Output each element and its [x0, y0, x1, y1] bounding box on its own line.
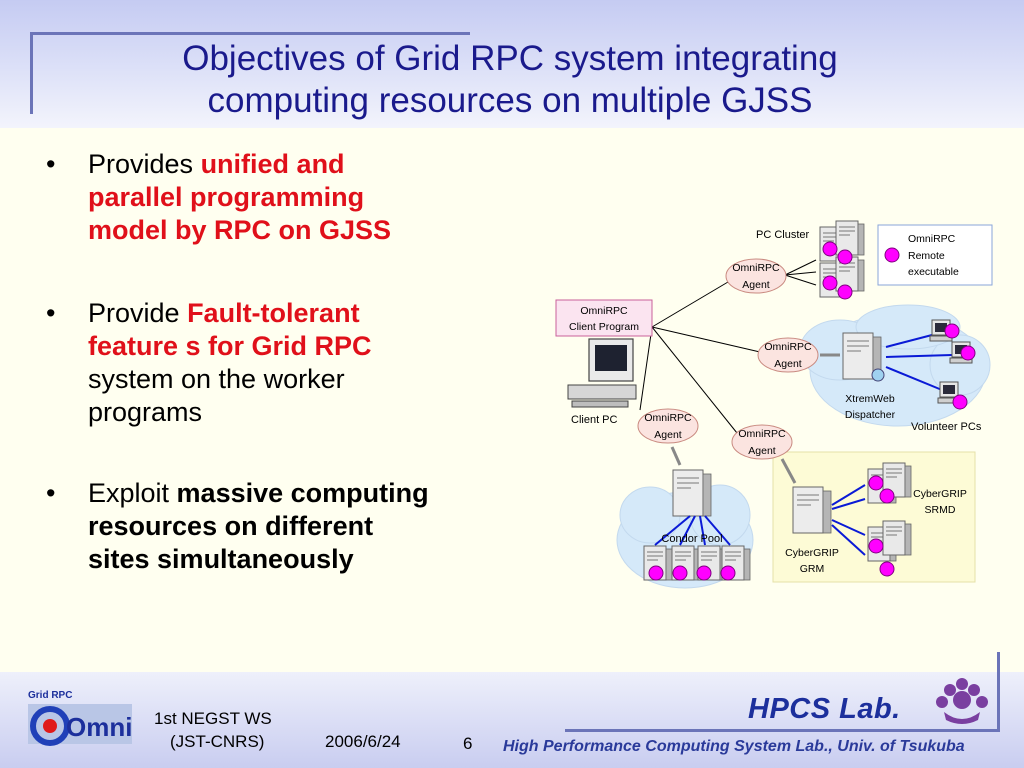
bullet-list: Provides unified and parallel programmin… — [44, 148, 524, 576]
client-program-box — [555, 299, 653, 337]
slide-footer — [0, 672, 1024, 768]
bullet-text: programs — [88, 397, 203, 427]
agent-cybergrip: OmniRPC Agent — [731, 424, 793, 460]
srmd-line-1: CyberGRIP — [913, 488, 967, 500]
footer-date: 2006/6/24 — [325, 732, 401, 751]
architecture-diagram: PC Cluster OmniRPC Remote executable Omn… — [555, 220, 993, 589]
condor-server-icon — [672, 469, 712, 517]
cybergrip-links — [831, 484, 866, 556]
agent-condor: OmniRPC Agent — [637, 408, 699, 444]
logo-main-text: Omni — [66, 712, 132, 742]
bullet-emphasis: unified and — [200, 149, 345, 179]
bullet-emphasis: Fault-tolerant — [187, 298, 360, 328]
omni-logo: Grid RPC Omni — [28, 690, 132, 746]
bullet-item: Provide Fault-tolerant feature s for Gri… — [44, 297, 524, 429]
client-pc-label: Client PC — [571, 414, 618, 426]
condor-label: Condor Pool — [661, 533, 722, 545]
executable-dot-icon — [884, 247, 900, 263]
agent-line-1: OmniRPC — [764, 341, 812, 353]
page-number: 6 — [463, 734, 473, 753]
client-program-line-2: Client Program — [569, 321, 639, 333]
lab-full-name: High Performance Computing System Lab., … — [503, 738, 965, 755]
condor-links — [654, 515, 731, 546]
title-line-2: computing resources on multiple GJSS — [207, 81, 813, 120]
footer-event-line-2: (JST-CNRS) — [170, 732, 265, 751]
grm-line-2: GRM — [800, 563, 825, 575]
header-rule-vertical — [30, 32, 33, 114]
bullet-emphasis: massive computing — [176, 478, 429, 508]
agent-line-2: Agent — [654, 429, 682, 441]
volunteer-pcs — [929, 319, 976, 410]
bullet-emphasis: feature s for Grid RPC — [88, 331, 372, 361]
title-line-1: Objectives of Grid RPC system integratin… — [182, 39, 838, 78]
slide-title: Objectives of Grid RPC system integratin… — [60, 38, 960, 122]
legend-line-2: Remote — [908, 250, 945, 262]
bullet-item: Provides unified and parallel programmin… — [44, 148, 524, 247]
legend-box — [877, 224, 993, 286]
bullet-text: Provides — [88, 149, 201, 179]
agent-xtremweb: OmniRPC Agent — [757, 337, 819, 373]
grm-line-1: CyberGRIP — [785, 547, 839, 559]
condor-workers — [643, 545, 751, 581]
pc-cluster-label: PC Cluster — [756, 229, 810, 241]
xtremweb-line-1: XtremWeb — [845, 393, 895, 405]
client-links — [639, 259, 817, 434]
bullet-text: Exploit — [88, 478, 177, 508]
agent-line-1: OmniRPC — [732, 262, 780, 274]
client-pc-icon — [567, 338, 637, 408]
agent-line-1: OmniRPC — [738, 428, 786, 440]
bullet-emphasis: sites simultaneously — [88, 544, 354, 574]
bullet-item: Exploit massive computing resources on d… — [44, 477, 524, 576]
header-rule-horizontal — [30, 32, 470, 35]
footer-rule-vertical — [997, 652, 1000, 732]
cybergrip-grm-server-icon — [792, 486, 832, 534]
cybergrip-srmd-cluster — [867, 462, 912, 577]
client-program-line-1: OmniRPC — [580, 305, 628, 317]
pc-cluster — [819, 220, 865, 300]
bullet-emphasis: model by RPC on GJSS — [88, 215, 392, 245]
bullet-emphasis: resources on different — [88, 511, 374, 541]
volunteer-links — [885, 334, 953, 391]
bullet-text: Provide — [88, 298, 188, 328]
legend-line-3: executable — [908, 266, 959, 278]
xtremweb-line-2: Dispatcher — [845, 409, 896, 421]
footer-event-line-1: 1st NEGST WS — [154, 709, 272, 728]
srmd-line-2: SRMD — [925, 504, 956, 516]
agent-line-2: Agent — [774, 358, 802, 370]
legend-line-1: OmniRPC — [908, 233, 956, 245]
agent-pc-cluster: OmniRPC Agent — [725, 258, 787, 294]
bullet-text: system on the worker — [88, 364, 345, 394]
agent-line-2: Agent — [748, 445, 776, 457]
volunteer-label: Volunteer PCs — [911, 421, 982, 433]
slide-header — [0, 0, 1024, 128]
agent-line-1: OmniRPC — [644, 412, 692, 424]
footer-rule-horizontal — [565, 729, 1000, 732]
logo-top-text: Grid RPC — [28, 690, 72, 701]
lab-logo-text: HPCS Lab. — [748, 693, 901, 725]
agent-line-2: Agent — [742, 279, 770, 291]
agent-arrows — [670, 353, 840, 484]
university-crest-icon — [936, 678, 988, 724]
bullet-emphasis: parallel programming — [88, 182, 365, 212]
